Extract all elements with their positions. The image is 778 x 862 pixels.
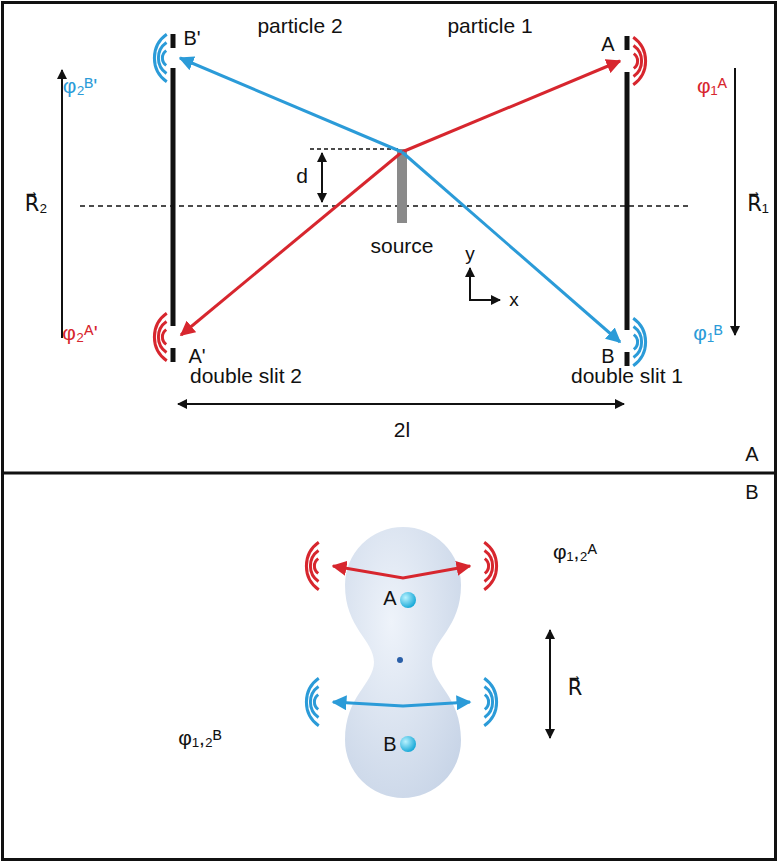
- wave-arc: [634, 54, 638, 69]
- slit-label: A': [188, 345, 205, 367]
- atom: [400, 592, 416, 608]
- wave-arc: [484, 678, 496, 726]
- panel-letter: A: [745, 443, 758, 465]
- vector-arrow: [549, 630, 551, 738]
- vector-arrow: [734, 68, 736, 335]
- wave-arc: [310, 550, 318, 581]
- wave-arc: [162, 330, 166, 345]
- source-label: source: [370, 234, 433, 257]
- panel-divider: [2, 472, 776, 475]
- wave-arc: [158, 321, 166, 352]
- axis-label: x: [509, 290, 519, 311]
- atom-label: B: [383, 733, 396, 755]
- dimension-label: 2l: [394, 418, 410, 441]
- wave-arc: [633, 318, 645, 366]
- vector-label: R⃗: [568, 676, 583, 699]
- axis-arrow: [469, 268, 471, 300]
- particle-path: [180, 58, 402, 152]
- vector-label: R⃗₁: [747, 192, 769, 215]
- offset-arrow: [321, 153, 323, 202]
- wave-arc: [154, 34, 166, 82]
- wave-arc: [162, 51, 166, 66]
- wave-label: φ₂ᴮ': [63, 74, 97, 97]
- atom: [400, 736, 416, 752]
- wave-arc: [634, 335, 638, 350]
- wave-label: φ₁,₂ᴮ: [178, 726, 221, 749]
- wave-arc: [484, 542, 496, 590]
- slit-caption: double slit 1: [571, 364, 683, 387]
- molecule: [345, 527, 461, 798]
- emission-arrow: [333, 702, 470, 706]
- particle-path: [402, 61, 620, 152]
- wave-arc: [158, 42, 166, 73]
- wave-arc: [314, 559, 318, 574]
- wave-label: φ₂ᴬ': [62, 321, 97, 344]
- dimension-label: d: [296, 164, 308, 187]
- wave-arc: [314, 695, 318, 710]
- slit-caption: double slit 2: [190, 364, 302, 387]
- wave-arc: [484, 686, 492, 717]
- wave-arc: [633, 37, 645, 85]
- particle-path: [402, 152, 620, 342]
- axis-label: y: [465, 244, 475, 265]
- wave-arc: [485, 559, 489, 574]
- center-dot: [397, 657, 403, 663]
- wave-arc: [310, 686, 318, 717]
- panel-letter: B: [745, 481, 758, 503]
- offset-guide: [310, 148, 398, 150]
- slit-label: B: [601, 345, 614, 367]
- dimension-arrow: [178, 403, 624, 405]
- symmetry-axis: [80, 205, 690, 207]
- particle-path: [181, 152, 402, 335]
- vector-label: R⃗₂: [25, 192, 48, 215]
- vector-arrow: [61, 70, 63, 338]
- emission-arrow: [333, 566, 470, 578]
- wave-arc: [633, 45, 641, 76]
- particle-label: particle 2: [257, 14, 342, 37]
- double-slit-2: [171, 34, 176, 362]
- wave-arc: [485, 695, 489, 710]
- wave-arc: [633, 326, 641, 357]
- wave-label: φ₁ᴬ: [697, 74, 727, 97]
- frame: [3, 3, 776, 860]
- wave-arc: [484, 550, 492, 581]
- slit-label: A: [601, 33, 614, 55]
- wave-label: φ₁,₂ᴬ: [553, 540, 597, 563]
- wave-arc: [306, 678, 318, 726]
- double-slit-1: [625, 36, 630, 366]
- wave-arc: [154, 313, 166, 361]
- atom-label: A: [383, 587, 396, 609]
- axis-arrow: [469, 299, 500, 301]
- particle-label: particle 1: [447, 14, 532, 37]
- wave-label: φ₁ᴮ: [693, 321, 722, 344]
- slit-label: B': [183, 27, 200, 49]
- source-bar: [397, 149, 407, 223]
- wave-arc: [306, 542, 318, 590]
